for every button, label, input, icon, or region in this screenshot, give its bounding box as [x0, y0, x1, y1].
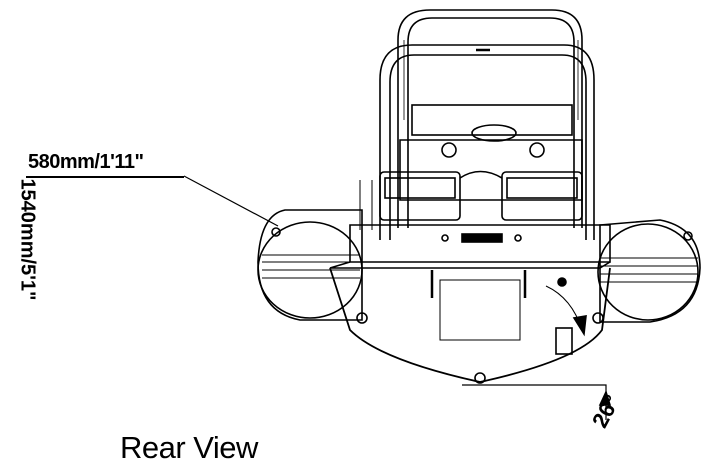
overall-height-label: 1540mm/5'1"	[16, 178, 39, 301]
arch-outer-inner	[407, 17, 575, 228]
seat-right	[501, 171, 583, 221]
tube-dim-leader	[183, 175, 279, 227]
console	[411, 104, 573, 136]
deadrise-baseline	[462, 384, 607, 420]
hull	[329, 267, 611, 383]
transom	[349, 224, 611, 263]
arch-front	[379, 44, 595, 240]
tube-right	[597, 219, 701, 323]
seat-left	[359, 171, 461, 230]
tube-left	[257, 209, 363, 321]
view-title: Rear View	[120, 430, 258, 465]
tube-diameter-label: 580mm/1'11"	[28, 151, 144, 173]
tube-diameter-underline	[26, 176, 184, 178]
arch-outer	[397, 9, 583, 228]
